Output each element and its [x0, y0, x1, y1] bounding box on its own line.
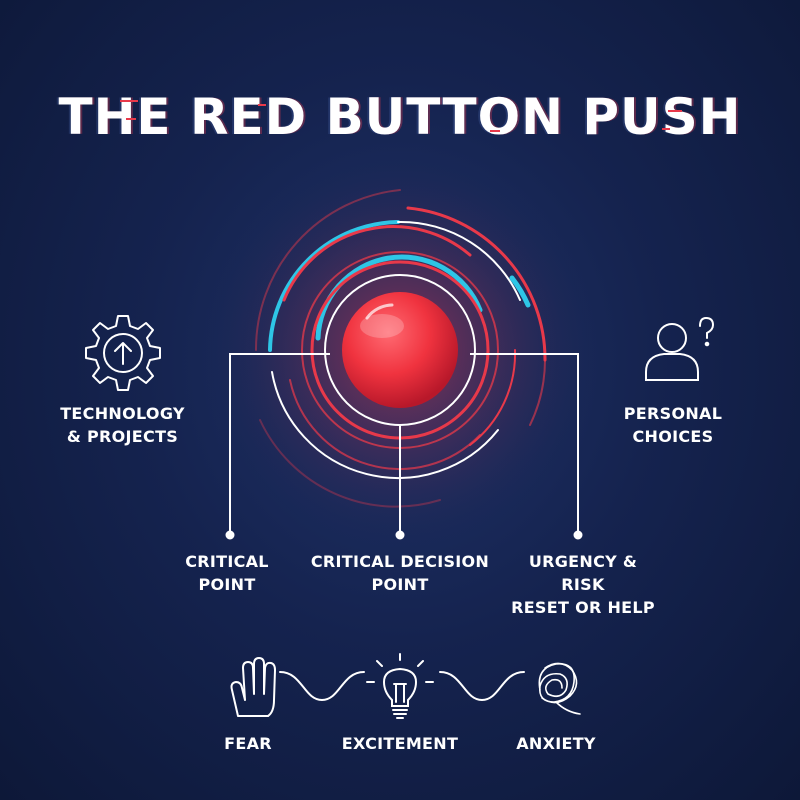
glitch-accent [490, 130, 500, 132]
glitch-accent [258, 104, 266, 106]
connector-left [229, 353, 330, 532]
decorative-rings [254, 189, 547, 508]
page-title: THE RED BUTTON PUSH [58, 88, 742, 146]
label-critical-point: CRITICAL POINT [185, 552, 269, 594]
lightbulb-icon [366, 653, 434, 719]
glitch-accent [120, 100, 138, 102]
callout-connectors [225, 353, 583, 540]
glitch-accent [126, 118, 136, 120]
connector-dot-center [395, 530, 405, 540]
label-anxiety: ANXIETY [516, 734, 596, 753]
connector-dot-right [573, 530, 583, 540]
connector-dot-left [225, 530, 235, 540]
emotion-waves [279, 671, 525, 702]
label-fear: FEAR [224, 734, 272, 753]
connector-right [470, 353, 579, 532]
label-critical-decision-point: CRITICAL DECISION POINT [310, 552, 490, 594]
person-question-icon [645, 316, 715, 381]
label-urgency-risk: URGENCY & RISK RESET OR HELP [511, 552, 655, 617]
button-highlight [360, 314, 404, 338]
glitch-accent [668, 110, 682, 112]
gear-upload-icon [85, 315, 161, 391]
red-button [342, 292, 458, 408]
glitch-accent [662, 128, 670, 130]
label-personal-choices: PERSONAL CHOICES [623, 404, 723, 446]
tangled-scribble-icon [538, 662, 581, 715]
raised-hand-icon [230, 657, 276, 717]
label-excitement: EXCITEMENT [341, 734, 459, 753]
label-technology-projects: TECHNOLOGY & PROJECTS [60, 404, 185, 446]
